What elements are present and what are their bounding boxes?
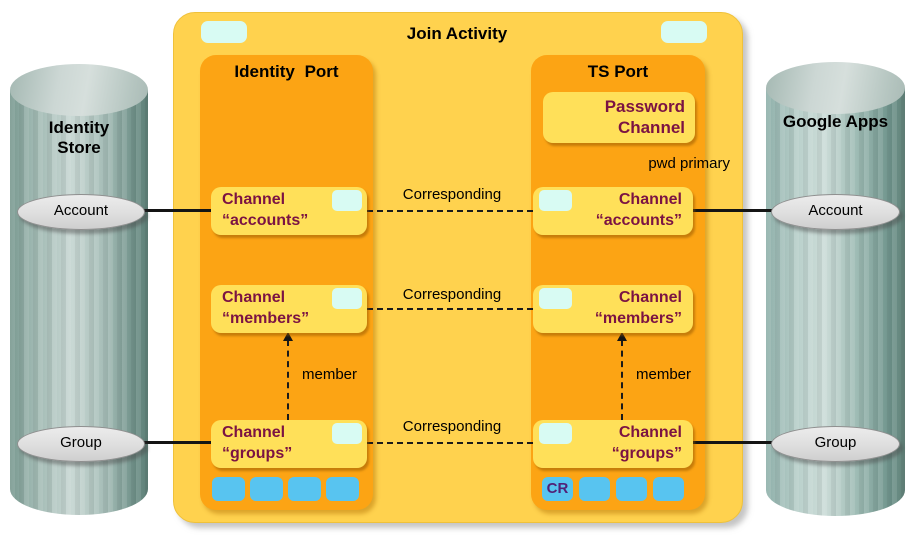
connector-group-left — [125, 441, 212, 444]
status-square-icon — [653, 477, 684, 501]
member-arrowhead-left — [283, 332, 293, 341]
corresponding-link-members — [367, 308, 533, 310]
connector-chip-icon — [332, 288, 362, 309]
ts-port-title: TS Port — [587, 62, 649, 81]
member-arrowhead-right — [617, 332, 627, 341]
status-square-icon — [288, 477, 321, 501]
port-tab-icon — [661, 21, 707, 43]
corresponding-link-accounts — [367, 210, 533, 212]
channel-accounts-box-identity: Channel “accounts” — [211, 187, 367, 235]
status-square-icon — [616, 477, 647, 501]
status-square-row-ts: CR — [542, 477, 684, 501]
status-square-icon — [326, 477, 359, 501]
connector-chip-icon — [539, 190, 572, 211]
corresponding-label: Corresponding — [402, 418, 502, 435]
status-square-row-identity — [212, 477, 359, 501]
member-arrow-line-right — [621, 340, 623, 420]
status-square-icon — [212, 477, 245, 501]
identity-store-cylinder-top — [10, 64, 148, 116]
status-square-icon — [579, 477, 610, 501]
google-apps-label: Google Apps — [782, 112, 889, 131]
channel-groups-box-identity: Channel “groups” — [211, 420, 367, 468]
identity-store-label: Identity Store — [48, 118, 110, 157]
connector-chip-icon — [332, 190, 362, 211]
connector-account-right — [693, 209, 781, 212]
member-arrow-line-left — [287, 340, 289, 420]
connector-chip-icon — [539, 423, 572, 444]
corresponding-label: Corresponding — [402, 186, 502, 203]
member-label: member — [636, 366, 692, 383]
channel-groups-box-ts: Channel “groups” — [533, 420, 693, 468]
channel-members-box-ts: Channel “members” — [533, 285, 693, 333]
connector-account-left — [125, 209, 211, 212]
member-label: member — [302, 366, 358, 383]
channel-members-box-identity: Channel “members” — [211, 285, 367, 333]
channel-accounts-box-ts: Channel “accounts” — [533, 187, 693, 235]
account-entity-left: Account — [17, 194, 145, 230]
corresponding-link-groups — [367, 442, 533, 444]
group-entity-right: Group — [771, 426, 900, 462]
port-tab-icon — [201, 21, 247, 43]
password-channel-box: Password Channel — [543, 92, 695, 143]
connector-chip-icon — [332, 423, 362, 444]
cr-square: CR — [542, 477, 573, 501]
connector-chip-icon — [539, 288, 572, 309]
corresponding-label: Corresponding — [402, 286, 502, 303]
join-activity-title: Join Activity — [406, 24, 508, 43]
status-square-icon — [250, 477, 283, 501]
identity-port-title: Identity Port — [234, 62, 339, 81]
connector-group-right — [693, 441, 781, 444]
pwd-primary-label: pwd primary — [648, 155, 730, 172]
google-apps-cylinder-top — [766, 62, 905, 114]
group-entity-left: Group — [17, 426, 145, 462]
account-entity-right: Account — [771, 194, 900, 230]
